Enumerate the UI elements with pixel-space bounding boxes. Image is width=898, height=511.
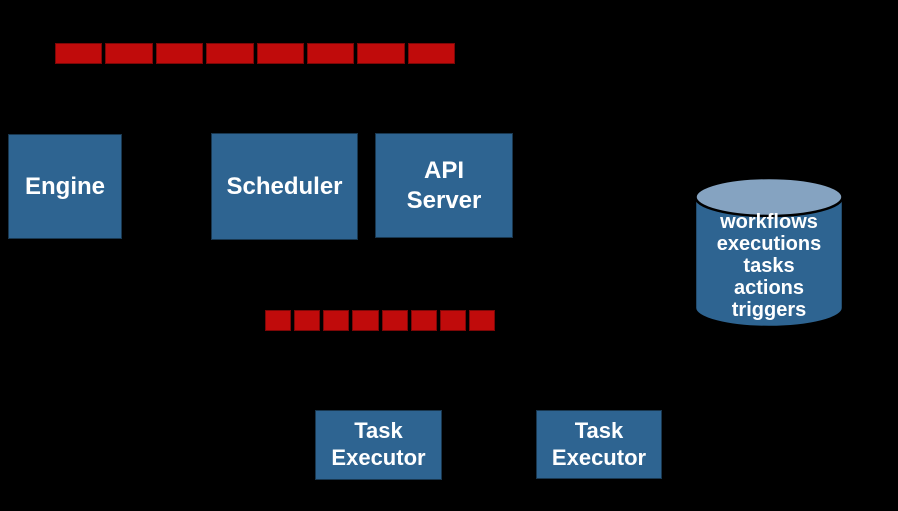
datastore-item: tasks (743, 255, 795, 277)
api-server-label: API Server (406, 157, 482, 214)
task-executor-1-label: Task Executor (331, 418, 426, 470)
queue-segment (294, 310, 321, 331)
engine-label: Engine (24, 172, 105, 200)
scheduler-box: Scheduler (211, 133, 358, 240)
queue-segment (352, 310, 379, 331)
api-server-box: API Server (375, 133, 513, 238)
datastore-item: workflows (720, 211, 818, 233)
queue-segment (407, 43, 455, 64)
queue-segment (323, 310, 350, 331)
message-queue-top (55, 43, 455, 64)
queue-segment (357, 43, 405, 64)
message-queue-bottom (265, 310, 495, 331)
queue-segment (105, 43, 153, 64)
queue-segment (306, 43, 355, 64)
task-executor-1-box: Task Executor (315, 410, 442, 480)
datastore-cylinder: workflows executions tasks actions trigg… (693, 176, 845, 331)
task-executor-2-box: Task Executor (536, 410, 662, 479)
datastore-item: executions (716, 233, 822, 255)
queue-segment (439, 310, 466, 331)
queue-segment (206, 43, 254, 64)
engine-box: Engine (8, 134, 122, 239)
queue-segment (265, 310, 292, 331)
queue-segment (155, 43, 204, 64)
queue-segment (468, 310, 495, 331)
datastore-item-list: workflows executions tasks actions trigg… (693, 211, 845, 321)
scheduler-label: Scheduler (226, 172, 343, 200)
queue-segment (381, 310, 408, 331)
task-executor-2-label: Task Executor (551, 417, 647, 470)
queue-segment (55, 43, 103, 64)
datastore-item: actions (733, 277, 805, 299)
queue-segment (410, 310, 437, 331)
queue-segment (256, 43, 304, 64)
datastore-item: triggers (731, 299, 807, 321)
database-icon (693, 176, 845, 329)
